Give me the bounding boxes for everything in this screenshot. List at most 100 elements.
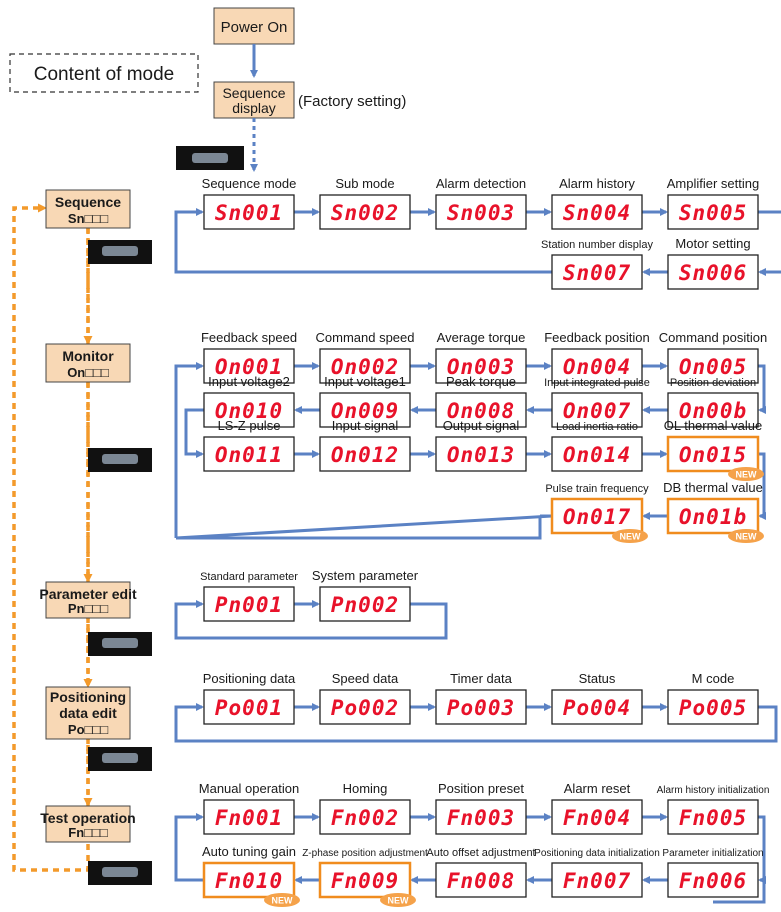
display-label: Manual operation [199,781,299,796]
flow-arrow [175,514,553,540]
display-code: Sn006 [679,261,747,285]
display-label: Alarm history initialization [657,785,770,796]
mode-title-test: Test operation [40,810,135,826]
display-code: On012 [331,443,399,467]
display-code: Po005 [679,696,747,720]
display-label: Positioning data initialization [534,848,660,859]
display-code: Fn003 [447,806,515,830]
display-frame [551,194,643,230]
display-code: Sn005 [679,201,747,225]
factory-setting-text: (Factory setting) [298,93,406,110]
mode-title-sequence: Sequence [55,194,121,210]
display-code: On002 [331,355,399,379]
display-frame [435,348,527,384]
display-code: Fn004 [563,806,631,830]
display-label: Timer data [450,671,512,686]
flow-arrow [174,813,204,882]
display-label: Alarm history [559,176,635,191]
mode-key-icon [88,747,152,771]
display-label: Average torque [437,330,526,345]
display-code: Fn006 [679,869,747,893]
display-label: Position deviation [670,377,756,389]
display-frame [203,348,295,384]
display-frame [319,436,411,472]
display-code: On011 [215,443,283,467]
power-on-box [213,7,295,45]
display-label: Input signal [332,418,399,433]
display-code: Po003 [447,696,515,720]
display-label: Feedback speed [201,330,297,345]
display-code: On009 [331,399,399,423]
display-code: Sn001 [215,201,283,225]
flow-arrow [758,452,766,520]
display-frame [667,254,759,290]
display-code: On010 [215,399,283,423]
new-badge-text: NEW [736,470,758,480]
display-code: Fn001 [215,806,283,830]
display-frame [667,862,759,898]
display-label: Position preset [438,781,524,796]
display-frame [667,392,759,428]
display-frame [551,254,643,290]
display-code: Sn002 [331,201,399,225]
mode-code-parameter: Pn□□□ [68,601,108,616]
display-frame [318,861,412,899]
display-label: Parameter initialization [662,848,763,859]
sequence-display-line2: display [232,100,276,116]
display-code: On014 [563,443,631,467]
display-label: Motor setting [675,236,750,251]
display-label: OL thermal value [664,418,763,433]
display-label: Command speed [316,330,415,345]
flow-arrow [713,815,766,904]
display-code: Fn005 [679,806,747,830]
new-badge-text: NEW [388,896,410,906]
display-label: Alarm reset [564,781,631,796]
display-label: Sub mode [335,176,394,191]
flow-arrow [174,703,778,743]
display-frame [203,689,295,725]
mode-code-positioning: Po□□□ [68,722,108,737]
display-frame [319,392,411,428]
display-frame [203,799,295,835]
display-frame [551,862,643,898]
mode-key-icon [176,146,244,170]
display-label: Command position [659,330,767,345]
display-frame [319,689,411,725]
sequence-display-line1: Sequence [222,85,285,101]
display-frame [435,862,527,898]
legend-text: Content of mode [34,64,174,85]
mode-code-monitor: On□□□ [67,365,109,380]
display-label: Status [579,671,616,686]
display-code: Po001 [215,696,283,720]
display-frame [435,799,527,835]
display-code: On005 [679,355,747,379]
display-frame [551,689,643,725]
new-badge [728,467,764,481]
display-code: Pn002 [331,593,399,617]
display-code: Sn003 [447,201,515,225]
display-frame [435,436,527,472]
display-frame [666,435,760,473]
